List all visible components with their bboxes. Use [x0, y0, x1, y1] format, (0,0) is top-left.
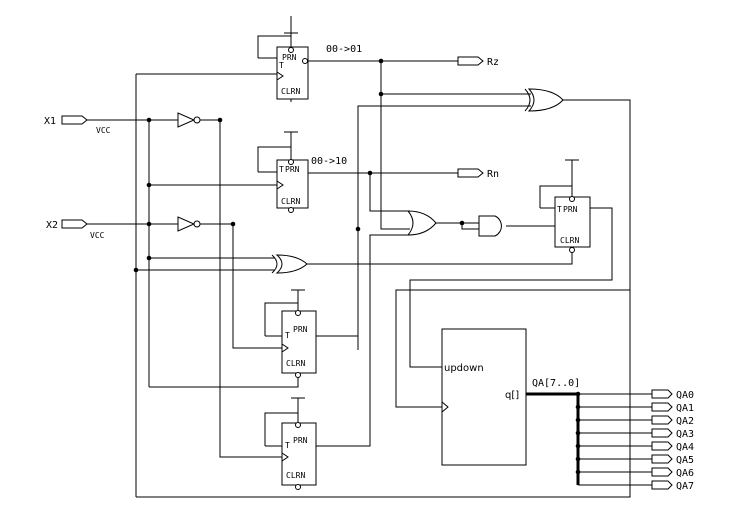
qa-outputs: QA0 QA1 QA2 QA3 QA4 QA5 QA6 QA7	[651, 389, 694, 492]
qa5-output: QA5	[651, 454, 694, 466]
rn-pin	[457, 168, 484, 178]
tff-3: PRN T CLRN	[281, 310, 317, 378]
output-rz: Rz	[457, 56, 499, 68]
qa2-label: QA2	[676, 416, 694, 427]
qa0-output: QA0	[651, 389, 694, 401]
output-rn: Rn	[457, 168, 499, 180]
tff-5-t: T	[557, 205, 562, 214]
tff-5: T PRN CLRN	[554, 196, 591, 253]
transition-00-01: 00->01	[326, 44, 362, 55]
qa4-label: QA4	[676, 442, 694, 453]
and-gate	[478, 215, 502, 237]
updown-counter: updown q[]	[441, 328, 527, 466]
tff-5-prn: PRN	[563, 205, 578, 214]
tff-4-prn: PRN	[293, 436, 308, 445]
qa4-output: QA4	[651, 441, 694, 453]
qa7-output: QA7	[651, 480, 694, 492]
qa6-output: QA6	[651, 467, 694, 479]
qa3-label: QA3	[676, 429, 694, 440]
xor-gate	[271, 254, 308, 274]
input-x1: X1 VCC	[44, 115, 111, 135]
or-gate-4	[406, 210, 437, 236]
x2-vcc-label: VCC	[90, 231, 105, 240]
tff-3-prn: PRN	[293, 325, 308, 334]
x1-pin	[61, 115, 88, 125]
qa6-label: QA6	[676, 468, 694, 479]
tff-4-t: T	[285, 441, 290, 450]
transition-00-10: 00->10	[311, 156, 347, 167]
rz-pin	[457, 56, 484, 66]
tff-3-clrn: CLRN	[286, 359, 305, 368]
qa2-output: QA2	[651, 415, 694, 427]
counter-updown-label: updown	[444, 363, 484, 374]
bus-label: QA[7..0]	[532, 378, 580, 389]
qa5-label: QA5	[676, 455, 694, 466]
tff-3-t: T	[285, 331, 290, 340]
qa1-output: QA1	[651, 402, 694, 414]
tff-1-prn: PRN	[282, 53, 297, 62]
tff-2: PRN T CLRN	[276, 159, 309, 213]
rn-label: Rn	[487, 169, 499, 180]
x1-label: X1	[44, 116, 56, 127]
tff-1-clrn: CLRN	[281, 87, 300, 96]
qa3-output: QA3	[651, 428, 694, 440]
inverter-x1	[177, 112, 201, 128]
qa1-label: QA1	[676, 403, 694, 414]
tff-4: PRN T CLRN	[281, 422, 317, 490]
qa0-label: QA0	[676, 390, 694, 401]
counter-q-label: q[]	[505, 390, 519, 401]
rz-label: Rz	[487, 57, 499, 68]
wires	[87, 16, 652, 498]
tff-2-clrn: CLRN	[281, 197, 300, 206]
tff-5-clrn: CLRN	[560, 236, 579, 245]
x2-label: X2	[46, 220, 58, 231]
or-gate-top	[524, 88, 564, 112]
input-x2: X2 VCC	[46, 219, 105, 240]
inverter-x2	[177, 216, 201, 232]
junction-dots	[133, 58, 581, 475]
qa7-label: QA7	[676, 481, 694, 492]
x2-pin	[61, 219, 88, 229]
x1-vcc-label: VCC	[96, 126, 111, 135]
tff-1-t: T	[279, 61, 284, 70]
tff-4-clrn: CLRN	[286, 471, 305, 480]
tff-2-t: T	[279, 165, 284, 174]
tff-1: PRN T CLRN	[276, 46, 309, 100]
tff-2-prn: PRN	[285, 165, 300, 174]
